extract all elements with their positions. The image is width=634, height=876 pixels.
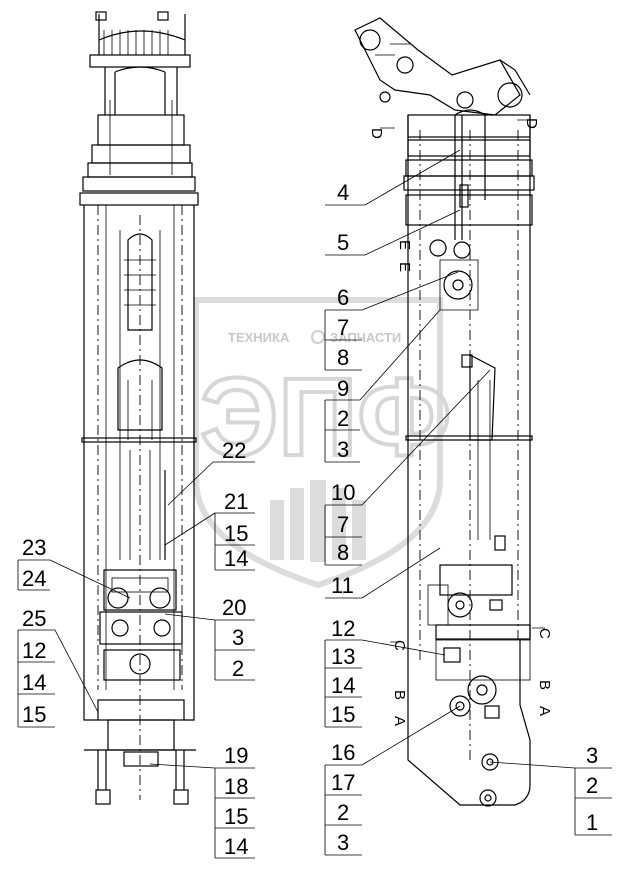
- watermark-big-text: ЭПФ: [200, 356, 451, 479]
- left-leader-lines: [17, 461, 255, 859]
- watermark-building-icon: [270, 480, 366, 562]
- callout-12-15: 15: [331, 702, 355, 727]
- gear-icon: [311, 330, 325, 344]
- callout-3-1: 1: [586, 810, 598, 835]
- section-c-right: C: [536, 628, 553, 639]
- callout-3: 3: [586, 743, 598, 768]
- callout-12-14: 14: [331, 673, 355, 698]
- callout-20-3: 3: [232, 625, 244, 650]
- callout-3-2: 2: [586, 773, 598, 798]
- callout-24: 24: [22, 566, 46, 591]
- section-e-right: E: [396, 262, 413, 272]
- callout-6-7: 7: [337, 315, 349, 340]
- callout-10-7: 7: [337, 512, 349, 537]
- callout-21-15: 15: [224, 521, 248, 546]
- callout-19-14: 14: [224, 834, 248, 859]
- section-b-left: B: [391, 690, 408, 700]
- callout-12: 12: [331, 616, 355, 641]
- right-leader-lines: [324, 149, 612, 856]
- callout-9-2: 2: [337, 406, 349, 431]
- section-a-left: A: [391, 716, 408, 726]
- callout-10: 10: [331, 480, 355, 505]
- callout-19-15: 15: [224, 804, 248, 829]
- section-d-right: D: [523, 118, 540, 129]
- section-b-right: B: [536, 680, 553, 690]
- callout-6-8: 8: [337, 345, 349, 370]
- callout-23: 23: [22, 535, 46, 560]
- callout-5: 5: [337, 230, 349, 255]
- section-a-right: A: [536, 706, 553, 716]
- callout-25: 25: [22, 606, 46, 631]
- callout-10-8: 8: [337, 540, 349, 565]
- section-e-left: E: [396, 240, 413, 250]
- callout-9: 9: [337, 376, 349, 401]
- callout-6: 6: [337, 285, 349, 310]
- callout-16: 16: [331, 740, 355, 765]
- callout-25-14: 14: [22, 670, 46, 695]
- watermark-right-text: ЗАПЧАСТИ: [330, 330, 401, 345]
- callout-12-13: 13: [331, 644, 355, 669]
- callout-21-14: 14: [224, 546, 248, 571]
- watermark: ТЕХНИКА ЗАПЧАСТИ ЭПФ: [193, 297, 453, 589]
- callout-20-2: 2: [232, 656, 244, 681]
- callout-20: 20: [222, 595, 246, 620]
- callout-16-17: 17: [331, 770, 355, 795]
- left-callout-labels: 22 21 15 14 23 24 25 12 14 15 20 3 2 19 …: [22, 438, 248, 859]
- callout-16-2: 2: [337, 800, 349, 825]
- right-boom-view: [354, 17, 535, 807]
- callout-9-3: 3: [337, 437, 349, 462]
- right-section-marks: D D C C B B A A E E: [368, 118, 553, 726]
- callout-11: 11: [331, 573, 354, 598]
- left-boom-view: [79, 11, 199, 805]
- callout-4: 4: [337, 180, 349, 205]
- right-callout-labels: 4 5 6 7 8 9 2 3 10 7 8 11 12 13 14 15 16…: [331, 180, 598, 855]
- section-d-left: D: [368, 128, 385, 139]
- callout-22: 22: [222, 438, 246, 463]
- callout-19-18: 18: [224, 774, 248, 799]
- callout-25-15: 15: [22, 702, 46, 727]
- callout-25-12: 12: [22, 638, 46, 663]
- callout-16-3: 3: [337, 830, 349, 855]
- callout-21: 21: [224, 489, 248, 514]
- section-c-left: C: [391, 640, 408, 651]
- watermark-left-text: ТЕХНИКА: [228, 330, 290, 345]
- callout-19: 19: [224, 743, 248, 768]
